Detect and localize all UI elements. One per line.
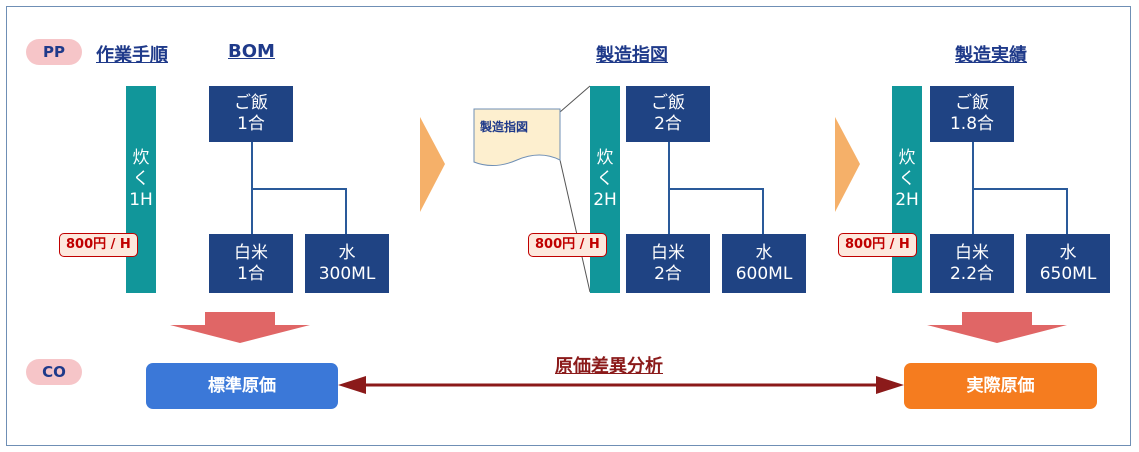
material-rice-box: 白米 2.2合 [930,234,1014,293]
production-order-header: 製造指図 [596,45,668,66]
operation-text: く [898,169,916,189]
bom-connector [251,188,347,190]
operation-text: く [132,169,150,189]
material-name: 水 [338,242,356,263]
product-box: ご飯 2合 [626,86,710,142]
down-arrow-actual [927,312,1067,343]
material-rice-box: 白米 1合 [209,234,293,293]
product-qty: 1.8合 [949,114,995,134]
doc-callout-line-top [559,85,591,113]
doc-callout-line-bottom [559,159,591,293]
material-water-box: 水 300ML [305,234,389,293]
bom-connector [345,188,347,234]
labor-rate-badge: 800円 / H [528,233,607,257]
bom-connector [762,188,764,234]
standard-cost-box: 標準原価 [146,363,338,409]
variance-analysis-label: 原価差異分析 [555,356,663,377]
material-qty: 1合 [237,263,265,284]
material-qty: 2合 [654,263,682,284]
material-name: 白米 [955,242,989,263]
material-name: 白米 [234,242,268,263]
material-water-box: 水 650ML [1026,234,1110,293]
actual-cost-box: 実際原価 [904,363,1097,409]
operation-bar: 炊 く 1H [126,86,156,293]
operation-text: 炊 [596,148,614,168]
material-name: 水 [755,242,773,263]
co-label: CO [26,359,82,385]
material-qty: 2.2合 [949,263,995,284]
material-rice-box: 白米 2合 [626,234,710,293]
product-box: ご飯 1.8合 [930,86,1014,142]
labor-rate-badge: 800円 / H [59,233,138,257]
pp-label: PP [26,39,82,65]
document-shape [473,108,561,166]
material-qty: 600ML [735,263,793,284]
bom-connector [1066,188,1068,234]
variance-arrow-left-head [338,376,366,394]
operation-text: く [596,169,614,189]
chevron-arrow-1 [420,117,445,212]
production-actual-header: 製造実績 [955,45,1027,66]
operation-bar: 炊 く 2H [892,86,922,293]
product-box: ご飯 1合 [209,86,293,142]
chevron-arrow-2 [835,117,860,212]
material-name: 白米 [651,242,685,263]
material-name: 水 [1059,242,1077,263]
product-name: ご飯 [651,93,685,113]
labor-rate-badge: 800円 / H [838,233,917,257]
document-label: 製造指図 [480,120,529,134]
bom-header: BOM [228,41,275,62]
product-name: ご飯 [234,93,268,113]
material-water-box: 水 600ML [722,234,806,293]
operation-text: 炊 [898,148,916,168]
operation-text: 2H [895,190,919,210]
variance-arrow-right-head [876,376,904,394]
diagram-frame [6,6,1131,446]
down-arrow-standard [170,312,310,343]
procedure-header: 作業手順 [96,45,168,66]
material-qty: 650ML [1039,263,1097,284]
operation-text: 炊 [132,148,150,168]
material-qty: 300ML [318,263,376,284]
bom-connector [668,188,764,190]
product-qty: 1合 [237,114,265,134]
operation-text: 1H [129,190,153,210]
product-qty: 2合 [654,114,682,134]
bom-connector [972,188,1068,190]
operation-text: 2H [593,190,617,210]
operation-bar: 炊 く 2H [590,86,620,293]
product-name: ご飯 [955,93,989,113]
